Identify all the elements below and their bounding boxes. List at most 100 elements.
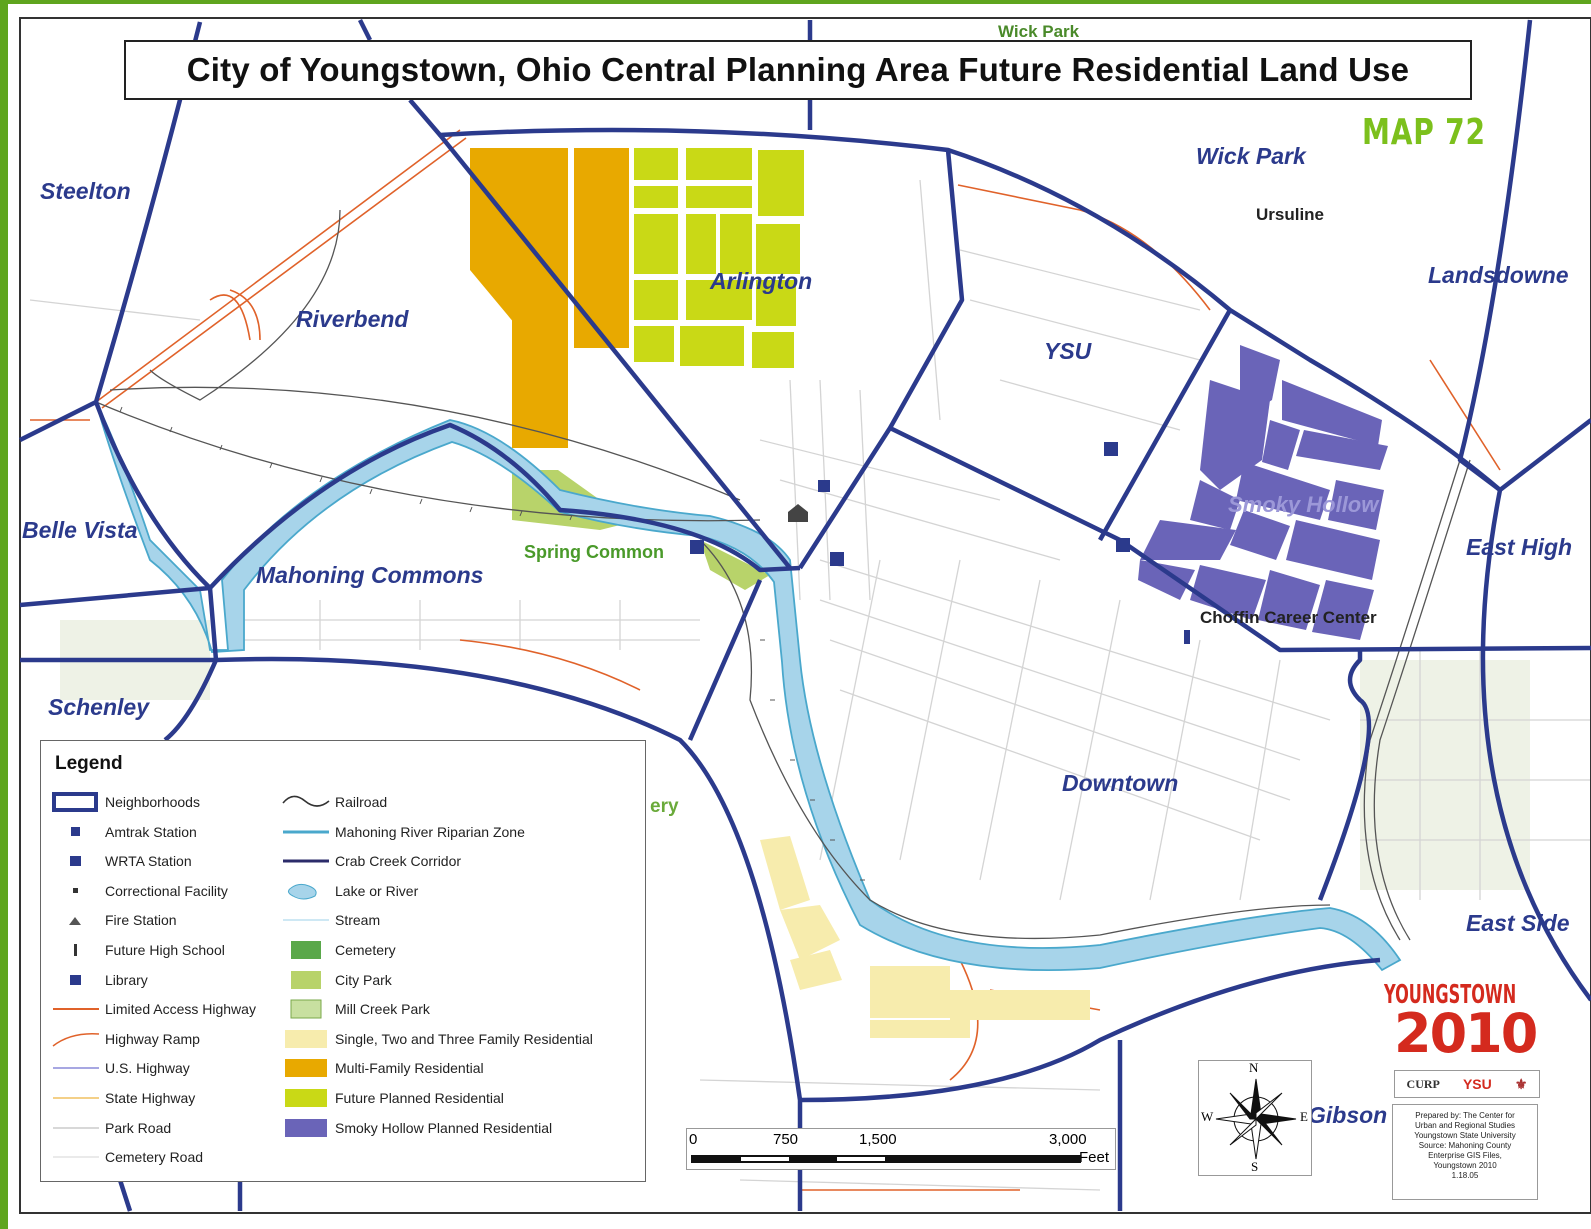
- correctional-facility-icon: [51, 880, 101, 902]
- badge-line-2: 2010: [1394, 1002, 1538, 1065]
- credit-line: Youngstown State University: [1414, 1131, 1516, 1140]
- amtrak-station-icon: [818, 480, 830, 492]
- scale-tick-3000: 3,000: [1049, 1131, 1087, 1148]
- legend-item: Smoky Hollow Planned Residential: [281, 1117, 552, 1139]
- legend-item-label: Future Planned Residential: [335, 1090, 504, 1106]
- neighborhood-label-landsdowne: Landsdowne: [1428, 262, 1569, 288]
- legend-item-label: Multi-Family Residential: [335, 1060, 484, 1077]
- scale-tick-1500: 1,500: [859, 1131, 897, 1148]
- legend-item-label: Neighborhoods: [105, 794, 200, 810]
- partner-logos: CURP YSU ⚜: [1394, 1070, 1540, 1098]
- map-facility-icons: [690, 442, 1190, 644]
- legend-item: Lake or River: [281, 880, 418, 902]
- legend-item-label: Mill Creek Park: [335, 1001, 430, 1018]
- scale-bar: 0 750 1,500 3,000 Feet: [686, 1128, 1116, 1170]
- school-icon-map: [1184, 630, 1190, 644]
- legend-item: Fire Station: [51, 909, 177, 931]
- neighborhood-outline-icon: [51, 791, 101, 813]
- place-label-ursuline: Ursuline: [1256, 205, 1325, 224]
- legend-item-label: Mahoning River Riparian Zone: [335, 823, 525, 840]
- street-grid: [29, 179, 1590, 1191]
- wrta-station-icon: [830, 552, 844, 566]
- map-number: MAP 72: [1362, 112, 1486, 153]
- legend-item: Future High School: [51, 939, 225, 961]
- multi-family-swatch-icon: [281, 1057, 331, 1079]
- legend-item-label: U.S. Highway: [105, 1060, 190, 1077]
- place-label-choffin: Choffin Career Center: [1200, 608, 1377, 627]
- neighborhood-label-steelton: Steelton: [40, 178, 131, 204]
- legend-item-label: Smoky Hollow Planned Residential: [335, 1119, 553, 1136]
- legend-item: Multi-Family Residential: [281, 1057, 484, 1079]
- library-icon-map-3: [690, 540, 704, 554]
- legend-item: Mahoning River Riparian Zone: [281, 821, 525, 843]
- legend-item-label: Railroad: [335, 794, 388, 810]
- legend-item: Library: [51, 969, 148, 991]
- legend-item: State Highway: [51, 1087, 195, 1109]
- youngstown-2010-logo: YOUNGSTOWN 2010: [1384, 980, 1550, 1065]
- curp-logo: CURP: [1406, 1076, 1440, 1091]
- legend-item: Highway Ramp: [51, 1028, 200, 1050]
- stream-line-icon: [281, 909, 331, 931]
- fire-station-icon-map: [788, 504, 808, 522]
- neighborhood-label-downtown: Downtown: [1062, 770, 1179, 796]
- legend-item-label: Correctional Facility: [105, 882, 228, 899]
- neighborhood-label-belle-vista: Belle Vista: [22, 517, 138, 543]
- park-road-line-icon: [51, 1117, 101, 1139]
- future-planned-swatch-icon: [281, 1087, 331, 1109]
- legend-item: Single, Two and Three Family Residential: [281, 1028, 593, 1050]
- fire-station-icon: [51, 909, 101, 931]
- compass-n: N: [1249, 1060, 1259, 1075]
- legend-item-label: Library: [105, 971, 148, 988]
- lake-icon: [281, 880, 331, 902]
- legend-item: City Park: [281, 969, 392, 991]
- neighborhood-label-mahoning-commons: Mahoning Commons: [256, 562, 484, 588]
- neighborhood-boundaries: [18, 18, 1591, 1212]
- smoky-hollow-parcels: [1138, 345, 1388, 640]
- legend-item-label: Stream: [335, 912, 381, 929]
- legend-item: Future Planned Residential: [281, 1087, 504, 1109]
- legend-item-label: Limited Access Highway: [105, 1001, 256, 1018]
- school-icon: [51, 939, 101, 961]
- legend-item-label: Park Road: [105, 1119, 172, 1136]
- credit-line: Urban and Regional Studies: [1414, 1121, 1516, 1130]
- legend-item: Cemetery: [281, 939, 396, 961]
- neighborhood-label-wick-park: Wick Park: [1196, 143, 1306, 169]
- legend-item: U.S. Highway: [51, 1057, 190, 1079]
- legend-item: Park Road: [51, 1117, 171, 1139]
- legend-item-label: State Highway: [105, 1090, 196, 1106]
- compass-w: W: [1201, 1109, 1214, 1124]
- credit-line: Youngstown 2010: [1433, 1161, 1497, 1170]
- neighborhood-label-gibson: Gibson: [1308, 1102, 1388, 1128]
- neighborhood-label-schenley: Schenley: [48, 694, 149, 720]
- library-icon-map-2: [1116, 538, 1130, 552]
- legend-item-label: Fire Station: [105, 912, 177, 929]
- neighborhood-label-riverbend: Riverbend: [296, 306, 409, 332]
- legend-item: Stream: [281, 909, 380, 931]
- library-icon: [51, 969, 101, 991]
- place-label-wick-park-top: Wick Park: [998, 22, 1080, 41]
- legend-item: Neighborhoods: [51, 791, 200, 813]
- map-title: City of Youngstown, Ohio Central Plannin…: [186, 51, 1410, 88]
- scale-tick-750: 750: [773, 1131, 799, 1148]
- legend-item-label: City Park: [335, 971, 392, 988]
- credit-line: Enterprise GIS Files,: [1428, 1151, 1502, 1160]
- city-park-swatch-icon: [281, 969, 331, 991]
- neighborhood-label-arlington: Arlington: [710, 268, 813, 294]
- neighborhood-label-smoky-hollow: Smoky Hollow: [1228, 492, 1379, 517]
- credit-line: Prepared by: The Center for: [1415, 1111, 1515, 1120]
- legend-item-label: Cemetery Road: [105, 1149, 204, 1166]
- scale-bar-graphic: [691, 1155, 1081, 1163]
- legend-item-label: WRTA Station: [105, 853, 192, 870]
- legend-item-label: Crab Creek Corridor: [335, 853, 462, 870]
- compass-s: S: [1251, 1159, 1259, 1174]
- legend-item-label: Amtrak Station: [105, 823, 197, 840]
- legend-item: Crab Creek Corridor: [281, 850, 461, 872]
- mahoning-river: [95, 401, 1402, 972]
- neighborhood-label-ysu: YSU: [1044, 338, 1092, 364]
- legend-item-label: Lake or River: [335, 882, 419, 899]
- legend-item: Mill Creek Park: [281, 998, 430, 1020]
- legend-item: Limited Access Highway: [51, 998, 256, 1020]
- us-highway-line-icon: [51, 1057, 101, 1079]
- legend-item: Cemetery Road: [51, 1146, 203, 1168]
